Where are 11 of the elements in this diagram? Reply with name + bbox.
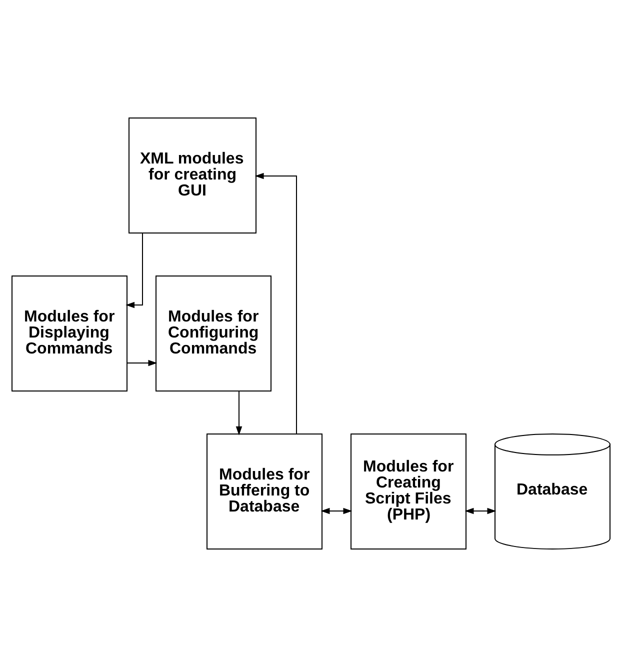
arrow xyxy=(126,232,143,308)
node-box: Modules for Configuring Commands xyxy=(156,276,272,392)
node-box: Modules for Buffering to Database xyxy=(206,434,322,550)
node-box: XML modules for creating GUI xyxy=(128,118,256,234)
arrow xyxy=(464,508,496,514)
arrow xyxy=(236,390,242,436)
arrow xyxy=(126,360,158,366)
arrow xyxy=(320,508,352,514)
node-box: Modules for Displaying Commands xyxy=(12,276,128,392)
arrow xyxy=(254,172,297,434)
node-box: Modules for Creating Script Files (PHP) xyxy=(350,434,466,550)
